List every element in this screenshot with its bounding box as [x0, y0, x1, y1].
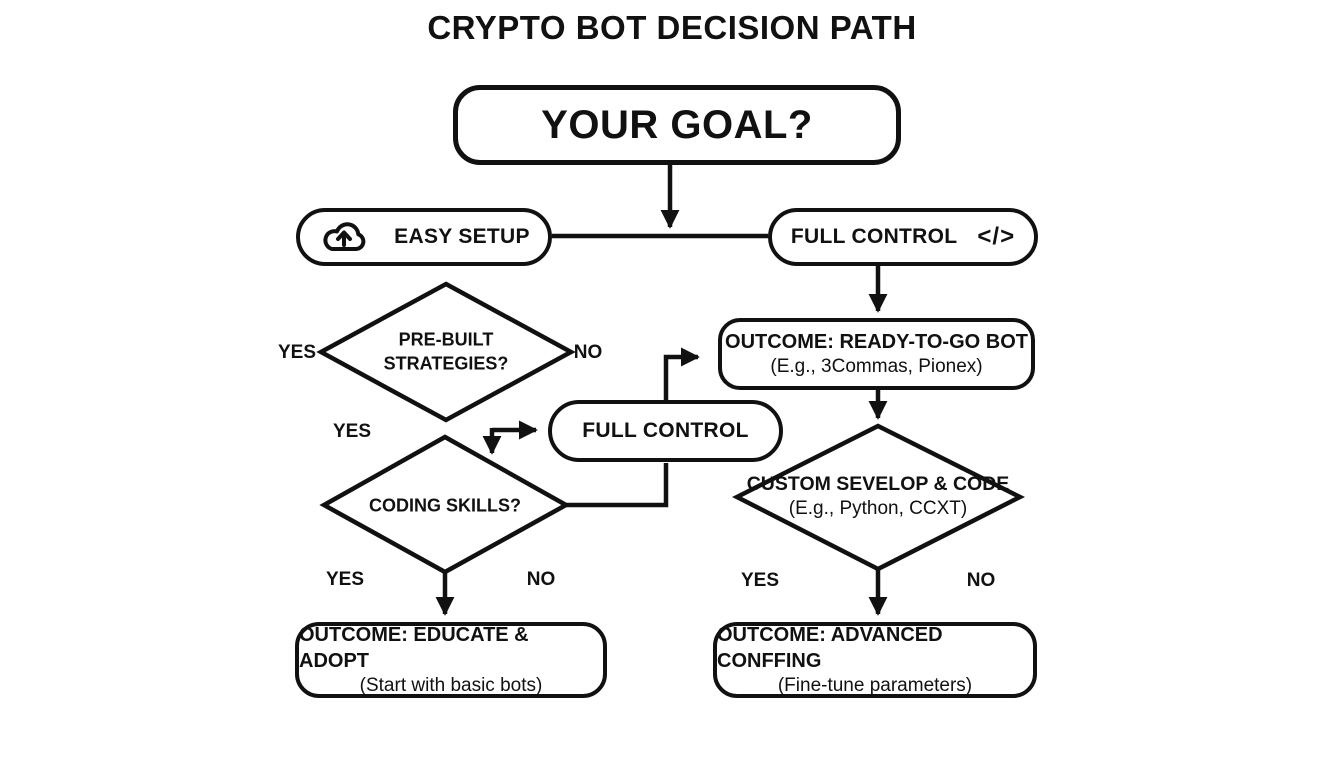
custom-diamond-shape: [732, 423, 1026, 572]
full-control-branch-node: FULL CONTROL </>: [768, 208, 1038, 266]
full-control-mid-label: FULL CONTROL: [582, 419, 749, 442]
full-control-branch-label: FULL CONTROL: [790, 225, 958, 248]
custom-diamond-label: CUSTOM SEVELOP & CODE (E.g., Python, CCX…: [747, 472, 1010, 522]
diagram-title: CRYPTO BOT DECISION PATH: [427, 9, 917, 46]
advanced-line2: (Fine-tune parameters): [777, 675, 973, 697]
custom-yes-label: YES: [740, 570, 780, 591]
prebuilt-yes-label: YES: [277, 342, 317, 363]
ready-bot-node: OUTCOME: READY-TO-GO BOT (E.g., 3Commas,…: [718, 318, 1035, 390]
coding-diamond-label: CODING SKILLS?: [369, 496, 521, 517]
coding-yes-label: YES: [325, 569, 365, 590]
goal-label: YOUR GOAL?: [541, 102, 813, 147]
coding-no-label: NO: [526, 569, 556, 590]
code-icon: </>: [977, 223, 1016, 250]
easy-setup-label: EASY SETUP: [394, 225, 530, 248]
full-control-mid-node: FULL CONTROL: [548, 400, 783, 462]
advanced-line1: OUTCOME: ADVANCED CONFFING: [717, 624, 943, 673]
prebuilt-diamond-shape: [316, 281, 576, 423]
mid-yes-label: YES: [332, 421, 372, 442]
advanced-node: OUTCOME: ADVANCED CONFFING (Fine-tune pa…: [713, 622, 1037, 698]
custom-line2: (E.g., Python, CCXT): [788, 498, 968, 520]
educate-line1: OUTCOME: EDUCATE & ADOPT: [299, 624, 529, 673]
educate-node: OUTCOME: EDUCATE & ADOPT (Start with bas…: [295, 622, 607, 698]
goal-node: YOUR GOAL?: [453, 85, 901, 165]
prebuilt-line2: STRATEGIES?: [383, 354, 509, 374]
edge-fullcontrolmid-to-readybot: [663, 347, 700, 401]
prebuilt-no-label: NO: [573, 342, 603, 363]
custom-no-label: NO: [966, 570, 996, 591]
educate-line2: (Start with basic bots): [359, 675, 543, 697]
custom-line1: CUSTOM SEVELOP & CODE: [746, 472, 1010, 495]
ready-bot-line1: OUTCOME: READY-TO-GO BOT: [725, 331, 1028, 354]
edge-coding-to-fullcontrolmid: [566, 463, 669, 508]
coding-label: CODING SKILLS?: [369, 495, 521, 516]
coding-diamond-shape: [319, 434, 571, 575]
cloud-upload-icon: [318, 217, 370, 257]
easy-setup-node: EASY SETUP: [296, 208, 552, 266]
prebuilt-line1: PRE-BUILT: [398, 329, 494, 350]
ready-bot-line2: (E.g., 3Commas, Pionex): [770, 356, 983, 378]
prebuilt-diamond-label: PRE-BUILT STRATEGIES?: [384, 328, 509, 377]
